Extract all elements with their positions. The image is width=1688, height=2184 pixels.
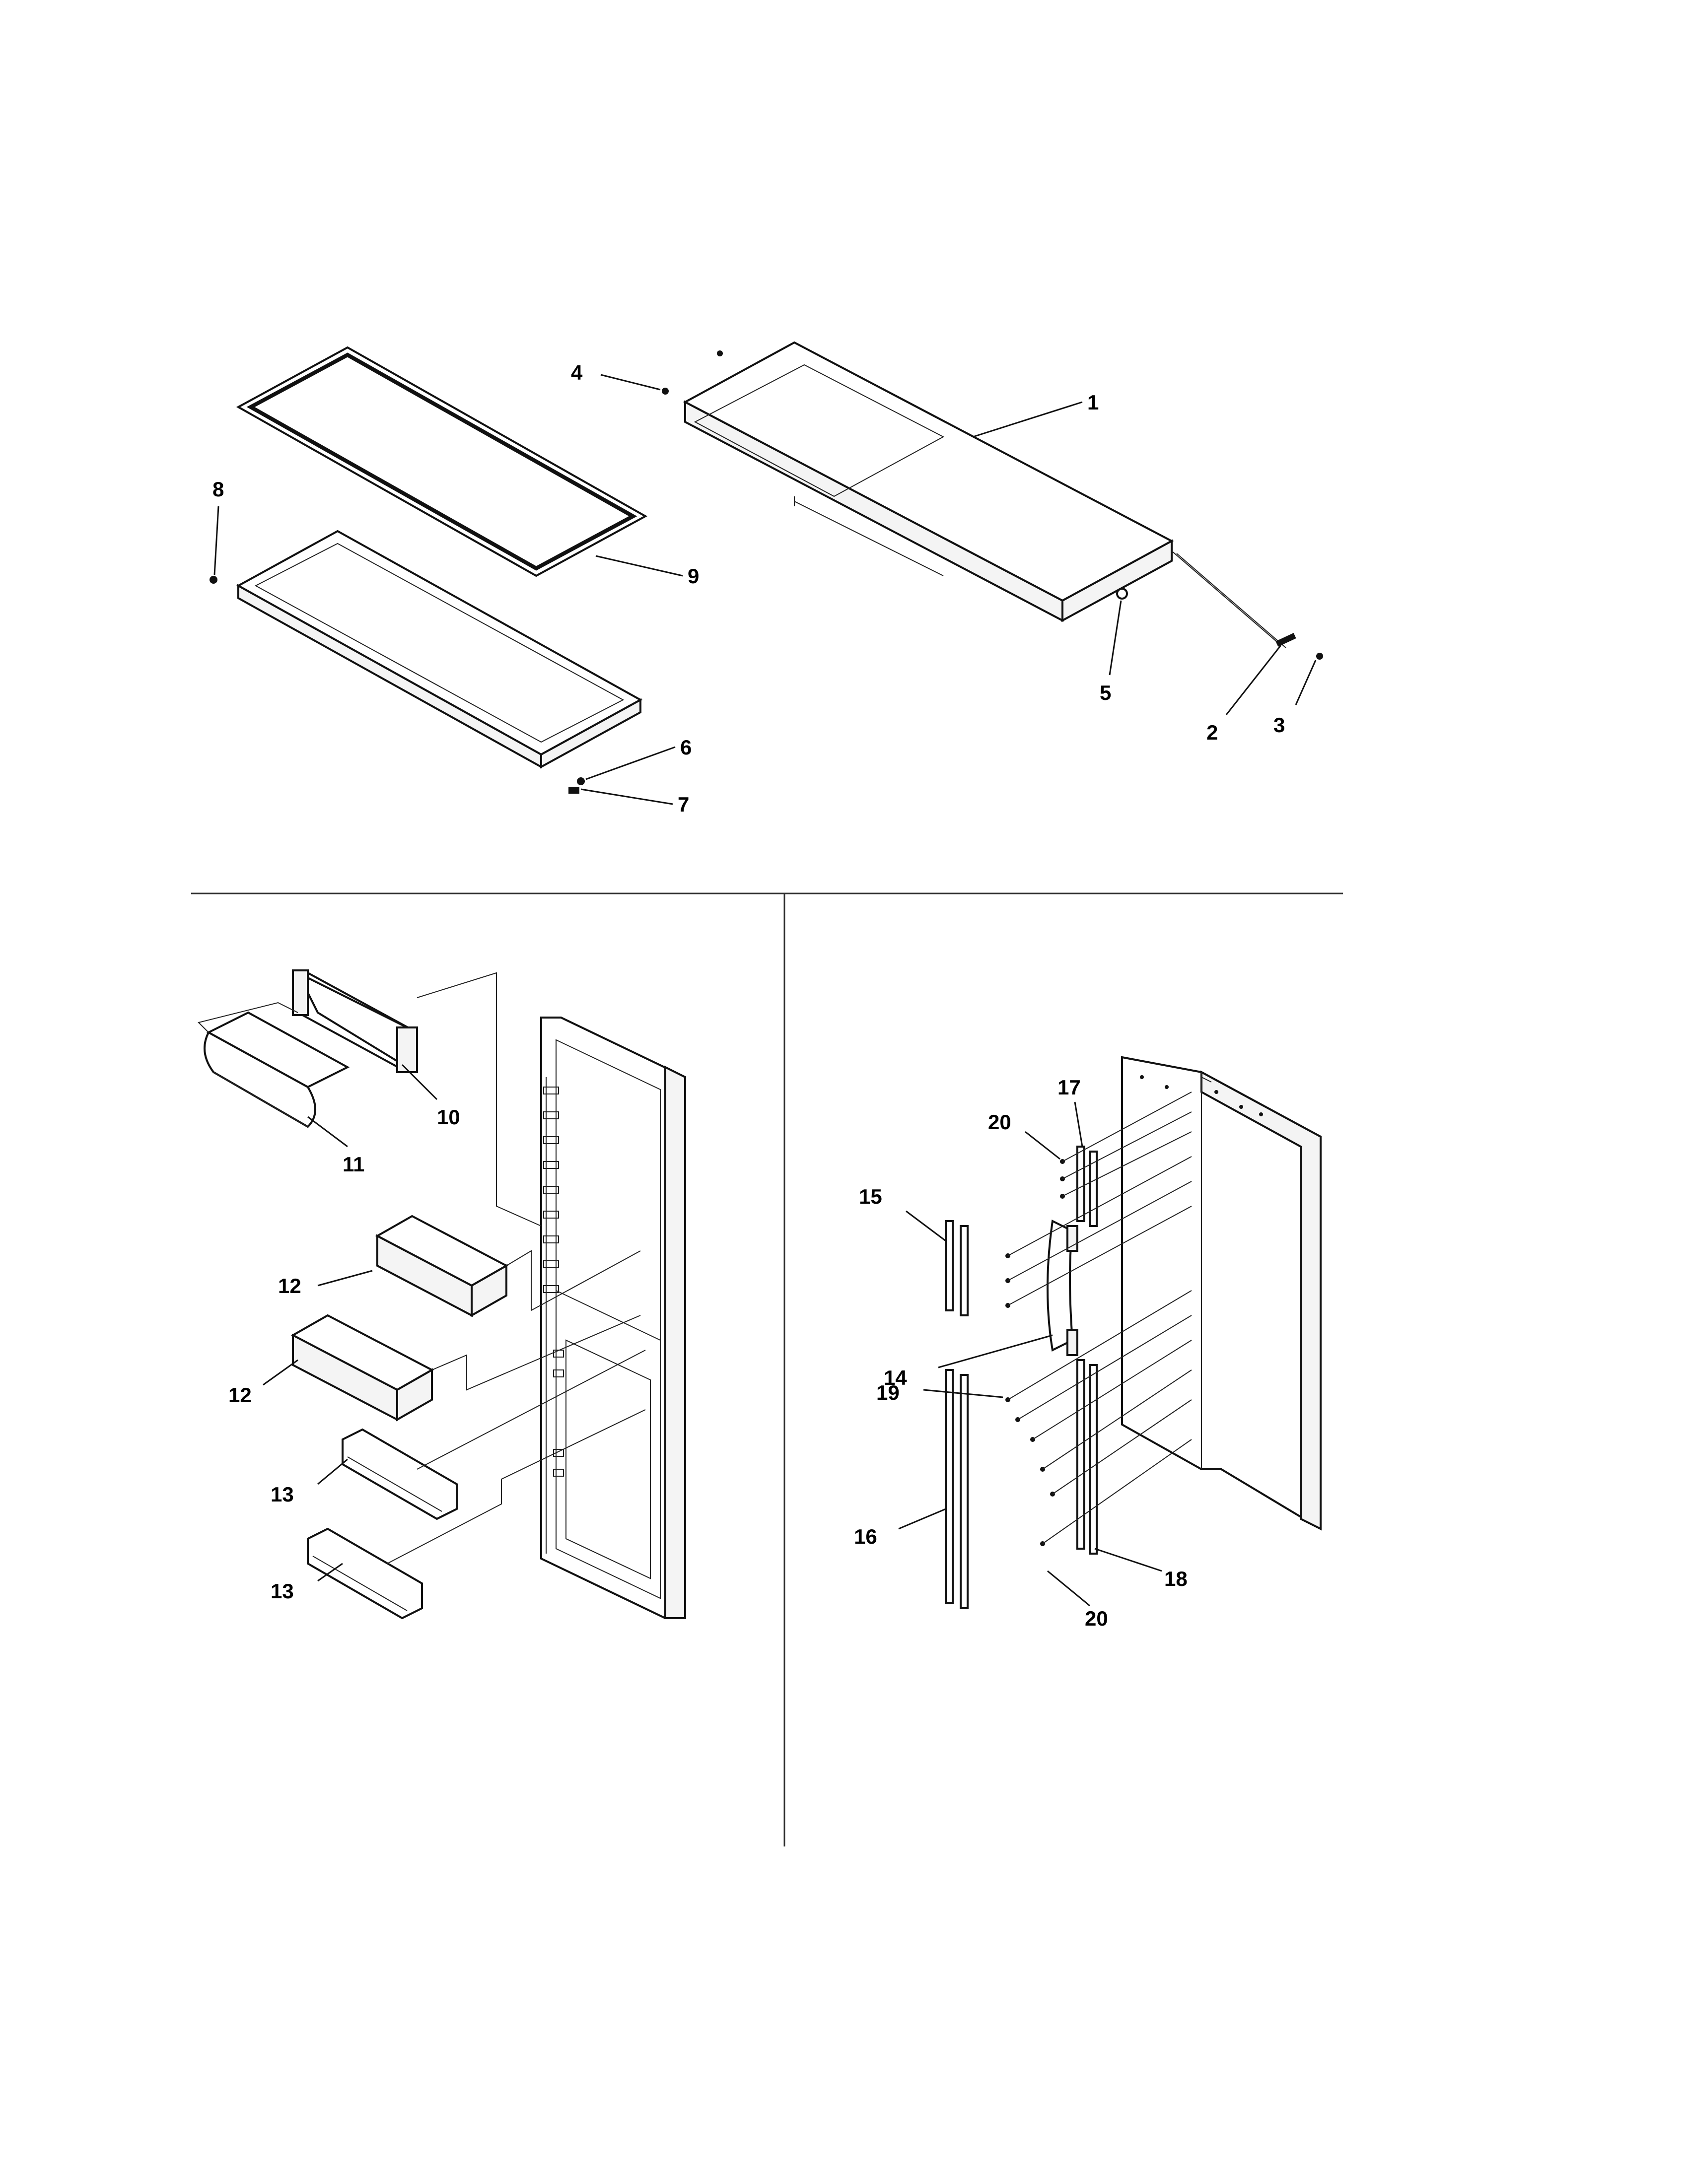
leader-20b: [1047, 1570, 1090, 1607]
callout-20b: 20: [1085, 1607, 1108, 1630]
door-bin-lower: [290, 1314, 434, 1422]
leader-12b: [263, 1359, 298, 1386]
leader-1: [973, 401, 1083, 438]
leader-15: [906, 1210, 946, 1242]
explode-line-12b: [431, 1315, 641, 1391]
trim-strip-16: [945, 1369, 969, 1609]
top-screw: [717, 350, 723, 356]
dairy-bin: [292, 969, 419, 1074]
callout-13a: 13: [271, 1483, 294, 1506]
dairy-cover: [204, 1011, 350, 1128]
trim-strip-15: [945, 1220, 969, 1316]
explode-lines-door: [1007, 1092, 1192, 1544]
explode-line-12a: [506, 1250, 641, 1311]
leader-8: [213, 506, 219, 575]
callout-11: 11: [343, 1153, 364, 1176]
explode-line-13a: [417, 1350, 646, 1470]
leader-13b: [317, 1563, 343, 1582]
outer-door: [1121, 1056, 1322, 1531]
door-shelf-lower: [307, 1527, 423, 1620]
callout-16: 16: [854, 1525, 877, 1548]
callout-14: 14: [884, 1366, 907, 1389]
callout-4: 4: [571, 361, 583, 384]
liner-slots: [543, 1087, 564, 1477]
leader-10: [401, 1064, 438, 1100]
callout-12a: 12: [278, 1274, 301, 1297]
callout-12b: 12: [228, 1383, 252, 1407]
explode-line-11: [198, 1002, 298, 1033]
callout-10: 10: [437, 1105, 460, 1129]
callout-1: 1: [1087, 391, 1099, 414]
door-shelf-upper: [342, 1428, 458, 1520]
leader-5: [1109, 600, 1122, 676]
callout-18: 18: [1164, 1567, 1188, 1590]
hinge-pin-part-2: [1275, 633, 1296, 647]
explode-line-13b: [387, 1409, 646, 1564]
door-liner: [540, 1017, 686, 1619]
callout-13b: 13: [271, 1579, 294, 1603]
callout-8: 8: [212, 478, 224, 501]
leader-14: [938, 1334, 1053, 1368]
callout-15: 15: [859, 1185, 882, 1208]
outer-door-holes: [1140, 1075, 1263, 1116]
screw-part-8: [210, 576, 217, 584]
clip-part-7: [568, 787, 579, 794]
callout-20a: 20: [988, 1110, 1011, 1134]
leader-7: [580, 788, 673, 805]
callout-5: 5: [1100, 681, 1111, 704]
leader-20a: [1025, 1131, 1060, 1160]
door-gasket: [236, 346, 648, 577]
leader-3: [1295, 660, 1317, 705]
bushing-part-5: [1116, 588, 1128, 600]
screws-20-lower: [1040, 1467, 1055, 1546]
leader-6: [585, 746, 676, 780]
screw-part-6: [577, 777, 585, 785]
explode-line-10: [417, 972, 542, 1227]
leader-18: [1094, 1548, 1162, 1572]
leader-11: [307, 1116, 348, 1148]
door-bin-upper: [375, 1215, 509, 1317]
leader-4: [600, 374, 661, 391]
leader-17: [1074, 1101, 1083, 1147]
leader-19: [923, 1389, 1003, 1398]
leader-2: [1225, 645, 1282, 715]
screw-part-4: [662, 388, 669, 395]
leader-9: [595, 555, 683, 577]
callout-17: 17: [1057, 1076, 1081, 1099]
callout-3: 3: [1273, 713, 1285, 737]
leader-13a: [317, 1458, 348, 1485]
leader-16: [898, 1508, 946, 1530]
callout-2: 2: [1206, 721, 1218, 744]
trim-strip-17: [1076, 1146, 1098, 1227]
callout-7: 7: [678, 793, 689, 816]
callout-9: 9: [688, 564, 699, 588]
callout-19: 19: [876, 1381, 900, 1404]
leader-12a: [317, 1270, 373, 1287]
breaker-frame: [236, 530, 643, 769]
washer-part-3: [1316, 653, 1323, 660]
trim-strip-18: [1076, 1359, 1098, 1555]
door-panel: [683, 341, 1286, 648]
callout-6: 6: [680, 736, 692, 759]
door-handle: [1047, 1219, 1078, 1356]
